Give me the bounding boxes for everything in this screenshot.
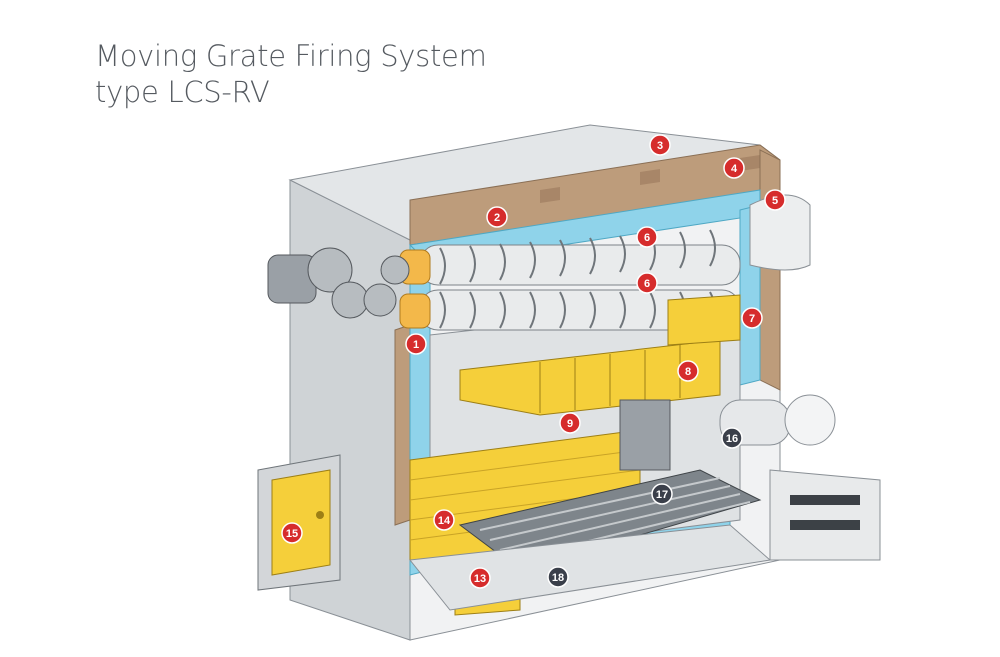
callout-15: 15 <box>281 522 303 544</box>
callout-13: 13 <box>469 567 491 589</box>
callout-16: 16 <box>721 427 743 449</box>
callout-18: 18 <box>547 566 569 588</box>
svg-text:5: 5 <box>772 195 778 207</box>
drive-unit <box>267 247 410 319</box>
callout-3: 3 <box>649 134 671 156</box>
svg-text:3: 3 <box>657 140 663 152</box>
callout-1: 1 <box>405 333 427 355</box>
svg-text:1: 1 <box>413 339 419 351</box>
callout-2: 2 <box>486 206 508 228</box>
svg-text:16: 16 <box>726 433 738 445</box>
svg-text:14: 14 <box>438 515 451 527</box>
svg-text:15: 15 <box>286 528 298 540</box>
feed-screws <box>399 229 741 331</box>
svg-text:2: 2 <box>494 212 500 224</box>
svg-text:17: 17 <box>656 489 668 501</box>
page-title: Moving Grate Firing System type LCS-RV <box>95 38 487 110</box>
callout-5: 5 <box>764 189 786 211</box>
svg-text:4: 4 <box>731 163 738 175</box>
access-door <box>257 454 341 591</box>
svg-text:6: 6 <box>644 232 650 244</box>
title-line-2: type LCS-RV <box>95 75 270 109</box>
callout-14: 14 <box>433 509 455 531</box>
callout-9: 9 <box>559 412 581 434</box>
callout-7: 7 <box>741 307 763 329</box>
title-line-1: Moving Grate Firing System <box>95 39 487 73</box>
callout-8: 8 <box>677 360 699 382</box>
svg-text:8: 8 <box>685 366 691 378</box>
callout-6-upper: 6 <box>636 226 658 248</box>
hydraulic-cylinders <box>769 469 881 561</box>
svg-text:7: 7 <box>749 313 755 325</box>
callout-6-lower: 6 <box>636 272 658 294</box>
svg-text:13: 13 <box>474 573 486 585</box>
callout-17: 17 <box>651 483 673 505</box>
svg-text:6: 6 <box>644 278 650 290</box>
svg-text:18: 18 <box>552 572 564 584</box>
base-plate <box>409 524 772 611</box>
callout-4: 4 <box>723 157 745 179</box>
svg-text:9: 9 <box>567 418 573 430</box>
